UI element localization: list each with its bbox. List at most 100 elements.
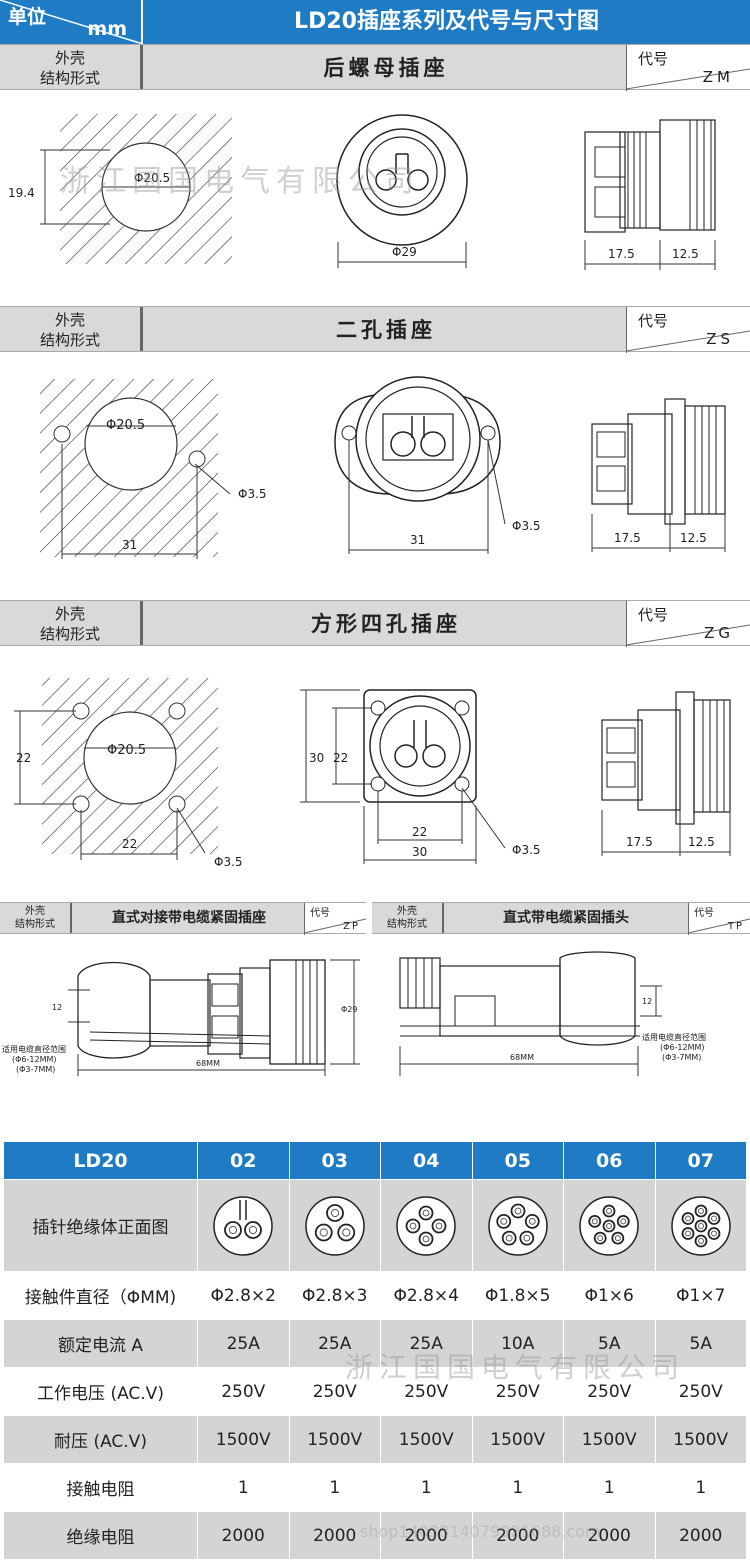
dim-side-b: 12.5: [688, 835, 715, 849]
section-band-tp: 外壳 结构形式 直式带电缆紧固插头 代号 TP: [372, 902, 750, 935]
contact-pin-core: [500, 1217, 507, 1225]
shell-label-text: 外壳 结构形式: [387, 906, 427, 930]
contact-pin: [588, 1214, 602, 1228]
table-header: 04: [380, 1141, 473, 1180]
dim-hole: Φ20.5: [134, 171, 170, 185]
dim-hole: Φ20.5: [107, 743, 146, 758]
dim-span: 22: [122, 837, 137, 851]
contact-pin-core: [422, 1235, 430, 1242]
table-cell: 25A: [288, 1319, 381, 1368]
table-row: 接触件直径（ΦMM) Φ2.8×2 Φ2.8×3 Φ2.8×4 Φ1.8×5 Φ…: [3, 1271, 747, 1320]
contact-pin-core: [514, 1207, 522, 1214]
table-cell: 250V: [471, 1367, 564, 1416]
table-cell: 1500V: [288, 1415, 381, 1464]
tp-range-title: 适用电缆直径范围: [642, 1032, 706, 1042]
table-cell: 1: [654, 1463, 747, 1512]
code-cell: 代号 ZP: [304, 903, 366, 935]
table-cell: Φ2.8×3: [288, 1271, 381, 1320]
contact-pin-core: [697, 1222, 704, 1229]
insulator-face-icon: [305, 1195, 365, 1256]
contact-pin: [611, 1231, 625, 1245]
shell-label-text: 外壳 结构形式: [39, 605, 100, 643]
dim-cut-height: 19.4: [8, 186, 35, 200]
table-cell: 1: [197, 1463, 290, 1512]
contact-pin: [418, 1205, 434, 1220]
table-cell: Φ1×7: [654, 1271, 747, 1320]
contact-pin: [694, 1219, 708, 1232]
dim-flange-screw: Φ3.5: [512, 843, 541, 857]
section-title: 方形四孔插座: [311, 612, 461, 636]
contact-pin-core: [710, 1215, 717, 1221]
table-header: 02: [197, 1141, 290, 1180]
spec-table: LD20 02 03 04 05 06 07 插针绝缘体正面图 接触件直径（ΦM…: [3, 1141, 747, 1560]
contact-pin: [602, 1204, 616, 1217]
dim-flange-screw: Φ3.5: [512, 519, 541, 533]
table-header: 06: [563, 1141, 656, 1180]
dim-sq-outer: 30: [309, 751, 324, 765]
shell-label: 外壳 结构形式: [0, 601, 143, 645]
table-cell: 1: [471, 1463, 564, 1512]
table-row: 插针绝缘体正面图: [3, 1179, 747, 1272]
table-cell: 2000: [197, 1511, 290, 1560]
contact-pin-core: [249, 1225, 258, 1234]
dim-zp-h: 12: [52, 1003, 62, 1012]
table-cell: 5A: [654, 1319, 747, 1368]
insulator-body: [213, 1195, 273, 1256]
dim-flange: Φ29: [392, 245, 417, 259]
shell-label: 外壳 结构形式: [0, 307, 143, 351]
section-band-zp: 外壳 结构形式 直式对接带电缆紧固插座 代号 ZP: [0, 902, 366, 935]
insulator-face-icon: [396, 1195, 456, 1256]
drawing-zg: Φ20.5 22 22 Φ3.5 30 22 22 30 Φ3.5 17.5 1…: [14, 678, 731, 869]
contact-pin: [707, 1226, 721, 1240]
watermark: 浙江国国电气有限公司: [60, 164, 420, 199]
row-label: 工作电压 (AC.V): [3, 1367, 198, 1416]
table-cell: 1: [288, 1463, 381, 1512]
table-row: 工作电压 (AC.V) 250V 250V 250V 250V 250V 250…: [3, 1367, 747, 1416]
table-cell: 1: [380, 1463, 473, 1512]
table-header: 03: [288, 1141, 381, 1180]
contact-pin: [405, 1218, 421, 1233]
code-label: 代号: [310, 908, 330, 919]
dim-screw: Φ3.5: [238, 487, 267, 501]
contact-pin: [496, 1213, 511, 1229]
code-divider: [304, 903, 366, 935]
table-row: 接触电阻 1 1 1 1 1 1: [3, 1463, 747, 1512]
dim-zp-dia: Φ29: [341, 1005, 357, 1014]
contact-pin: [510, 1203, 526, 1218]
row-label: 额定电流 A: [3, 1319, 198, 1368]
shell-label: 外壳 结构形式: [0, 45, 143, 89]
shell-label: 外壳 结构形式: [0, 903, 72, 933]
insulator-face-icon: [213, 1195, 273, 1256]
dim-tp-h: 12: [642, 997, 652, 1006]
contact-pin: [501, 1230, 517, 1246]
contact-pin-core: [505, 1234, 513, 1242]
page-title: LD20插座系列及代号与尺寸图: [294, 9, 599, 34]
code-divider: [626, 601, 750, 647]
drawing-zp-tp: 12 Φ29 68MM 适用电缆直径范围 (Φ6-12MM) (Φ3-7MM) …: [2, 951, 706, 1076]
dim-tp-len: 68MM: [510, 1053, 534, 1062]
code-value: ZG: [704, 624, 734, 642]
contact-pin-core: [422, 1209, 430, 1216]
dim-screw: Φ3.5: [214, 855, 243, 869]
watermark: 浙江国国电气有限公司: [345, 1351, 686, 1384]
shell-label: 外壳 结构形式: [372, 903, 444, 933]
contact-pin: [681, 1226, 695, 1240]
contact-pin-core: [597, 1234, 604, 1241]
code-value: TP: [727, 921, 744, 932]
code-divider: [626, 307, 750, 353]
table-cell: 1500V: [471, 1415, 564, 1464]
row-label: 耐压 (AC.V): [3, 1415, 198, 1464]
contact-pin: [244, 1220, 263, 1239]
contact-pin-core: [606, 1207, 613, 1214]
row-label: 插针绝缘体正面图: [3, 1179, 198, 1272]
table-header: LD20: [3, 1141, 198, 1180]
dim-flange-span: 31: [410, 533, 425, 547]
contact-pin: [418, 1231, 434, 1246]
unit-label: 单位: [8, 6, 47, 28]
code-label: 代号: [694, 908, 714, 919]
contact-pin: [314, 1223, 333, 1241]
drawing-zm: 19.4 Φ20.5 Φ29 17.5 12.5: [8, 114, 716, 270]
contact-pin: [681, 1211, 695, 1225]
table-row: 耐压 (AC.V) 1500V 1500V 1500V 1500V 1500V …: [3, 1415, 747, 1464]
contact-pin-core: [229, 1225, 238, 1234]
